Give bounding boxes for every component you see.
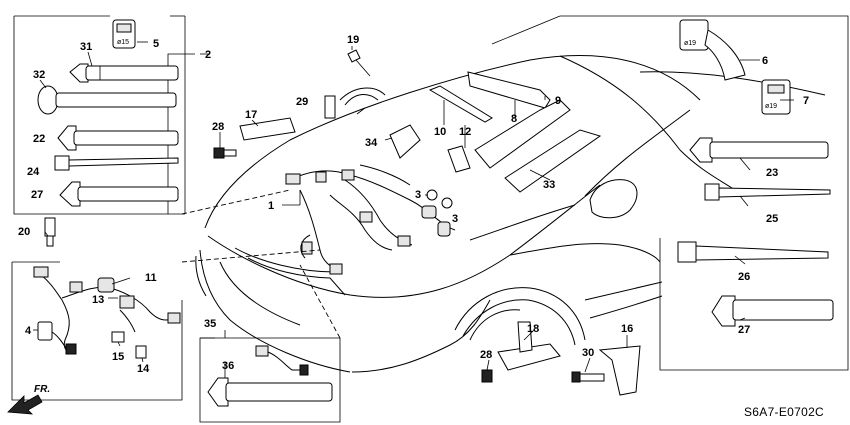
callout-29: 29: [296, 96, 308, 108]
callout-27a: 27: [31, 189, 43, 201]
callout-8: 8: [511, 113, 517, 125]
callout-3b: 3: [452, 213, 458, 225]
callout-9: 9: [555, 95, 561, 107]
callout-32: 32: [33, 69, 45, 81]
callout-30: 30: [582, 347, 594, 359]
callout-28a: 28: [212, 121, 224, 133]
panel-2-fasteners: ø15: [13, 15, 195, 215]
callout-23: 23: [766, 167, 778, 179]
callout-17: 17: [245, 109, 257, 121]
callout-36: 36: [222, 360, 234, 372]
callout-1: 1: [268, 200, 274, 212]
callout-33: 33: [543, 179, 555, 191]
panel-sub-harness: [11, 217, 183, 401]
callout-24: 24: [27, 166, 40, 178]
front-direction-arrow: FR.: [7, 384, 50, 415]
callout-27b: 27: [738, 324, 750, 336]
diagram-code: S6A7-E0702C: [744, 405, 824, 419]
marking-6: ø19: [684, 40, 696, 47]
callout-35: 35: [204, 318, 216, 330]
callout-3a: 3: [415, 189, 421, 201]
callout-13: 13: [92, 294, 104, 306]
panel-35-36: [199, 337, 341, 423]
callout-2: 2: [205, 49, 211, 61]
callout-15: 15: [112, 351, 124, 363]
callout-28b: 28: [480, 349, 492, 361]
callout-14: 14: [137, 363, 150, 375]
callout-18: 18: [527, 323, 539, 335]
callout-7: 7: [803, 95, 809, 107]
fr-label: FR.: [34, 384, 50, 395]
callout-25: 25: [766, 213, 778, 225]
callout-22: 22: [33, 133, 45, 145]
callout-26: 26: [738, 271, 750, 283]
marking-5: ø15: [117, 39, 129, 46]
callout-5: 5: [153, 38, 159, 50]
callout-12: 12: [459, 126, 471, 138]
marking-7: ø19: [765, 103, 777, 110]
callout-20: 20: [18, 226, 30, 238]
callout-19: 19: [347, 34, 359, 46]
leader-lines: [33, 46, 794, 378]
car-body: [195, 55, 826, 373]
callout-6: 6: [762, 55, 768, 67]
panel-right-fasteners: ø19 ø19: [491, 15, 849, 371]
callout-4: 4: [25, 325, 32, 337]
callouts: 1 2 3 3 4 5 6 7 8 9 10 12 11 13 14 15 16…: [18, 34, 809, 375]
callout-31: 31: [80, 41, 92, 53]
callout-34: 34: [365, 137, 378, 149]
callout-16: 16: [621, 323, 633, 335]
callout-11: 11: [145, 272, 157, 284]
callout-10: 10: [434, 126, 446, 138]
engine-harness: [213, 49, 641, 396]
